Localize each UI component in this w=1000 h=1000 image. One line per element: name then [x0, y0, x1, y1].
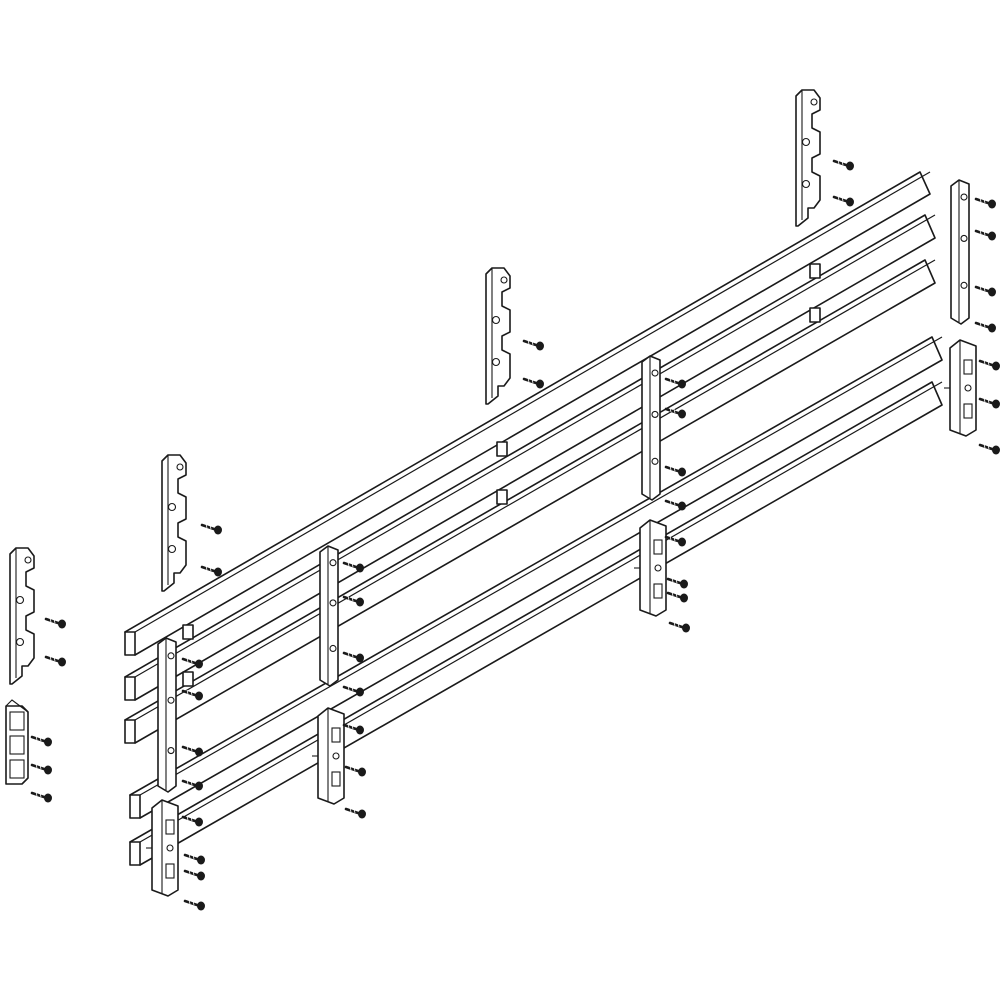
- screw-icon: [44, 655, 66, 667]
- busbar-holder-4: [795, 89, 821, 227]
- screw-icon: [664, 377, 686, 389]
- screw-icon: [664, 499, 686, 511]
- screw-icon: [342, 723, 364, 735]
- clip: [809, 307, 821, 323]
- screw-icon: [666, 591, 688, 603]
- screw-icon: [522, 377, 544, 389]
- busbar-1: [124, 171, 931, 656]
- screw-icon: [978, 359, 1000, 371]
- screw-icon: [344, 807, 366, 819]
- screw-icon: [200, 565, 222, 577]
- screw-icon: [974, 229, 996, 241]
- screw-icon: [668, 621, 690, 633]
- busbar-holder-2: [161, 454, 187, 592]
- screw-icon: [181, 745, 203, 757]
- end-clamp-3: [634, 519, 667, 617]
- clip: [809, 263, 821, 279]
- screw-icon: [181, 779, 203, 791]
- screw-icon: [30, 791, 52, 803]
- screw-icon: [978, 443, 1000, 455]
- end-clamp-4: [944, 339, 977, 437]
- screw-icon: [183, 899, 205, 911]
- holder-strip-3: [641, 355, 661, 501]
- end-clamp-1: [146, 799, 179, 897]
- bar-clips: [182, 263, 821, 687]
- screw-icon: [664, 407, 686, 419]
- busbar-holder-1: [9, 547, 35, 685]
- screw-icon: [974, 285, 996, 297]
- screw-icon: [974, 321, 996, 333]
- busbar-3: [124, 259, 936, 744]
- screw-icon: [183, 853, 205, 865]
- clip: [496, 441, 508, 457]
- screw-icon: [342, 685, 364, 697]
- screw-icon: [344, 765, 366, 777]
- holder-strip-4: [950, 179, 970, 325]
- screw-icon: [342, 561, 364, 573]
- end-piece: [5, 699, 29, 785]
- screw-icon: [30, 763, 52, 775]
- screw-icon: [342, 595, 364, 607]
- clip: [182, 624, 194, 640]
- screw-icon: [978, 397, 1000, 409]
- screw-icon: [181, 657, 203, 669]
- screw-icon: [664, 535, 686, 547]
- screw-icon: [30, 735, 52, 747]
- screw-icon: [342, 651, 364, 663]
- clip: [182, 671, 194, 687]
- holder-strip-2: [319, 545, 339, 687]
- screw-icon: [44, 617, 66, 629]
- screw-icon: [666, 577, 688, 589]
- busbar-4: [129, 336, 943, 819]
- screw-icon: [181, 689, 203, 701]
- clip: [496, 489, 508, 505]
- screw-icon: [181, 815, 203, 827]
- screw-icon: [522, 339, 544, 351]
- holder-strip-1: [157, 637, 177, 793]
- screw-icon: [664, 465, 686, 477]
- screw-icon: [183, 869, 205, 881]
- screw-icon: [200, 523, 222, 535]
- screw-icon: [832, 195, 854, 207]
- screw-icon: [974, 197, 996, 209]
- busbar-holder-3: [485, 267, 511, 405]
- end-clamp-2: [312, 707, 345, 805]
- screw-icon: [832, 159, 854, 171]
